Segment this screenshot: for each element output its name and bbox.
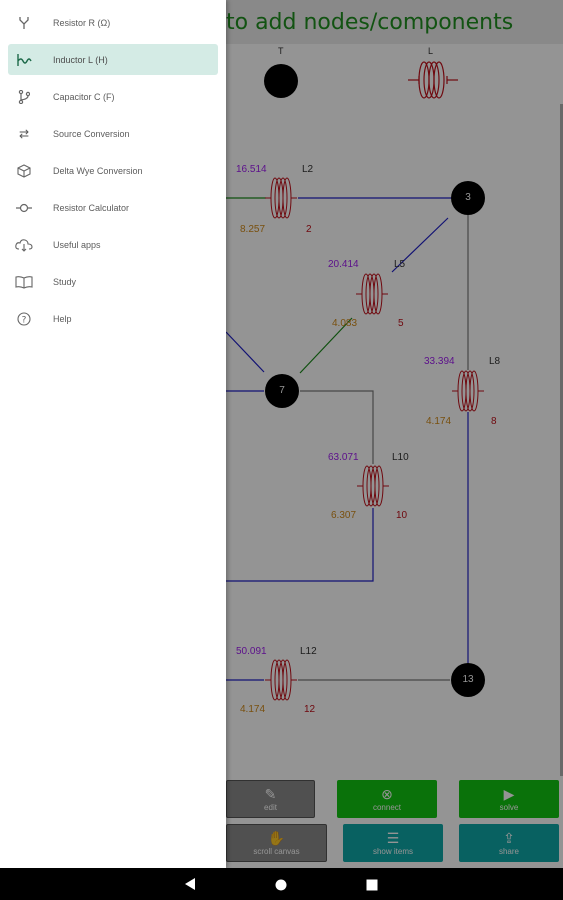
branch-icon	[10, 89, 38, 104]
swap-icon: ⇄	[18, 126, 30, 141]
node-label[interactable]: 13	[462, 674, 474, 685]
inductor-name: L12	[300, 646, 317, 657]
inductor-l10	[357, 465, 389, 507]
circuit-diagram	[225, 177, 485, 701]
inductor-top-value: 16.514	[236, 164, 267, 175]
drawer-item-useful-apps[interactable]: Useful apps	[8, 229, 218, 260]
connect-icon: ⊗	[381, 785, 393, 802]
drawer-item-study[interactable]: Study	[8, 266, 218, 297]
node-label[interactable]: 3	[465, 192, 471, 203]
app-title: to add nodes/components	[226, 10, 514, 35]
palette-inductor-button[interactable]	[408, 56, 458, 100]
inductor-bottom-value: 6.307	[331, 510, 357, 521]
drawer-item-delta-wye[interactable]: Delta Wye Conversion	[8, 155, 218, 186]
cube-icon	[10, 163, 38, 178]
inductor-bottom-value: 8.257	[240, 224, 266, 235]
inductor-index: 5	[398, 318, 404, 329]
back-icon[interactable]	[184, 877, 196, 896]
scroll-canvas-button[interactable]: ✋ scroll canvas	[226, 824, 327, 862]
play-icon: ▶	[503, 785, 515, 802]
inductor-top-value: 20.414	[328, 259, 359, 270]
inductor-top-value: 50.091	[236, 646, 267, 657]
wire	[391, 217, 449, 273]
show-items-button[interactable]: ☰ show items	[343, 824, 443, 862]
recents-icon[interactable]	[366, 878, 378, 896]
drawer-item-inductor[interactable]: Inductor L (H)	[8, 44, 218, 75]
inductor-name: L10	[392, 452, 409, 463]
inductor-l12	[265, 659, 297, 701]
wire	[225, 331, 265, 373]
main-screen: to add nodes/components T L	[0, 0, 563, 868]
share-icon: ⇪	[503, 829, 515, 846]
drawer-item-resistor-calculator[interactable]: Resistor Calculator	[8, 192, 218, 223]
home-icon[interactable]	[275, 878, 287, 896]
inductor-icon	[10, 53, 38, 67]
inductor-index: 2	[306, 224, 312, 235]
node-7	[265, 374, 299, 408]
drawer-item-resistor[interactable]: Resistor R (Ω)	[8, 7, 218, 38]
palette-label-terminal: T	[278, 46, 284, 56]
inductor-l5	[356, 273, 388, 315]
inductor-bottom-value: 4.174	[240, 704, 266, 715]
fork-icon	[10, 16, 38, 30]
connect-button[interactable]: ⊗ connect	[337, 780, 437, 818]
inductor-top-value: 33.394	[424, 356, 455, 367]
drawer-item-source-conversion[interactable]: ⇄ Source Conversion	[8, 118, 218, 149]
system-nav-bar	[0, 868, 563, 900]
resistor-icon	[10, 203, 38, 213]
node-label[interactable]: 7	[279, 385, 285, 396]
drawer-item-capacitor[interactable]: Capacitor C (F)	[8, 81, 218, 112]
svg-text:?: ?	[22, 315, 27, 325]
navigation-drawer: Resistor R (Ω) Inductor L (H) Capacitor …	[0, 0, 226, 868]
wire	[300, 390, 374, 464]
inductor-index: 8	[491, 416, 497, 427]
palette-label-inductor: L	[428, 46, 434, 56]
inductor-bottom-value: 4.174	[426, 416, 452, 427]
drawer-item-help[interactable]: ? Help	[8, 303, 218, 334]
solve-button[interactable]: ▶ solve	[459, 780, 559, 818]
list-icon: ☰	[386, 829, 400, 846]
book-icon	[10, 275, 38, 289]
edit-button[interactable]: ✎ edit	[226, 780, 315, 818]
edit-icon: ✎	[264, 785, 277, 802]
inductor-bottom-value: 4.083	[332, 318, 358, 329]
cloud-download-icon	[10, 238, 38, 252]
palette-node-button[interactable]	[264, 64, 298, 98]
share-button[interactable]: ⇪ share	[459, 824, 559, 862]
inductor-index: 12	[304, 704, 316, 715]
inductor-top-value: 63.071	[328, 452, 359, 463]
wire	[299, 317, 353, 374]
inductor-name: L5	[394, 259, 406, 270]
inductor-name: L2	[302, 164, 314, 175]
inductor-l2	[265, 177, 297, 219]
inductor-l8	[452, 370, 484, 412]
help-icon: ?	[10, 311, 38, 326]
inductor-index: 10	[396, 510, 408, 521]
inductor-name: L8	[489, 356, 501, 367]
wire	[226, 508, 374, 582]
node-13	[451, 663, 485, 697]
node-3	[451, 181, 485, 215]
hand-icon: ✋	[267, 829, 286, 846]
